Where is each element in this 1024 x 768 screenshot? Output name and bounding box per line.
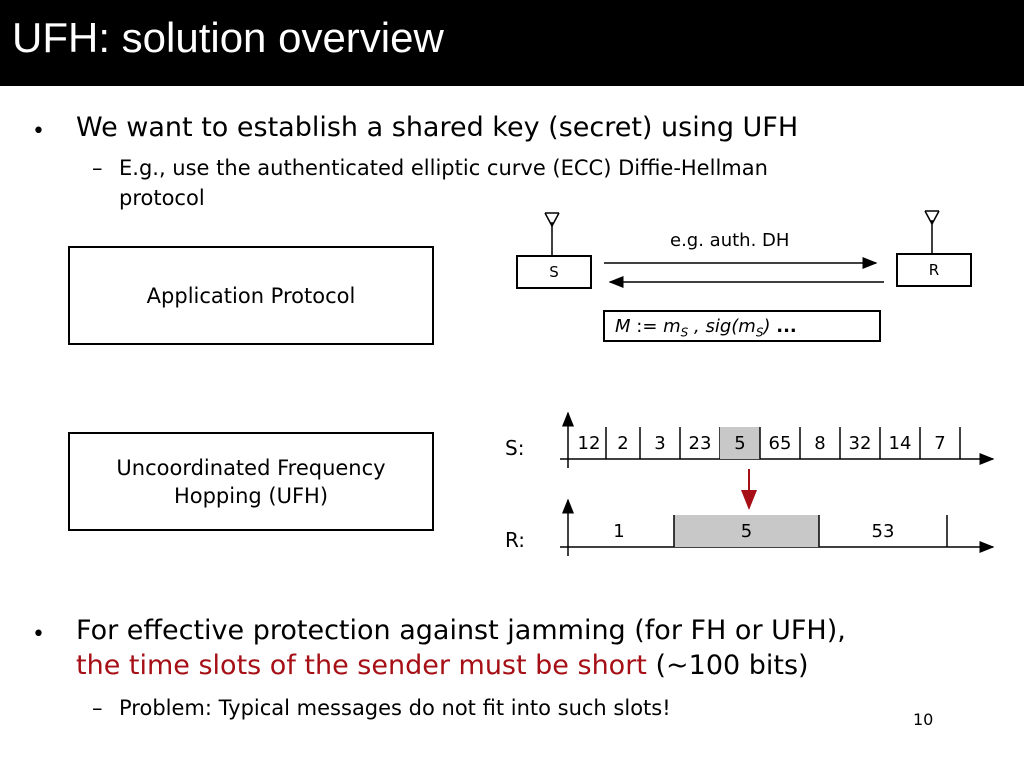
title-bar bbox=[0, 0, 1024, 86]
s-slot-label: 12 bbox=[578, 433, 601, 454]
bullet-2-red-text: the time slots of the sender must be sho… bbox=[76, 650, 647, 681]
application-protocol-label: Application Protocol bbox=[146, 283, 356, 308]
slide-title: UFH: solution overview bbox=[12, 14, 444, 61]
ufh-box-line1: Uncoordinated Frequency bbox=[116, 455, 386, 480]
formula-sub-1: S bbox=[680, 325, 689, 340]
sender-box: S bbox=[516, 255, 592, 289]
r-slot-label: 1 bbox=[613, 521, 624, 542]
receiver-label: R bbox=[928, 261, 940, 279]
page-number: 10 bbox=[913, 710, 934, 729]
ufh-box-line2: Hopping (UFH) bbox=[173, 483, 329, 508]
bullet-marker: • bbox=[32, 622, 45, 647]
bullet-2-line1: For effective protection against jamming… bbox=[76, 615, 846, 646]
s-slot-label: 2 bbox=[617, 433, 628, 454]
formula-sig: sig(m bbox=[705, 316, 756, 337]
sub-bullet-1-line2: protocol bbox=[119, 186, 205, 210]
receiver-antenna-icon bbox=[924, 210, 940, 253]
sub-bullet-dash: – bbox=[92, 696, 103, 720]
bullet-1-text: We want to establish a shared key (secre… bbox=[76, 112, 799, 143]
s-slot-label: 23 bbox=[689, 433, 712, 454]
formula-close: ) bbox=[763, 316, 771, 337]
application-protocol-box: Application Protocol bbox=[68, 246, 434, 345]
r-slot-label: 5 bbox=[741, 521, 752, 542]
formula-M: M bbox=[615, 316, 631, 337]
r-slot-label: 53 bbox=[872, 521, 895, 542]
sender-label: S bbox=[549, 263, 559, 281]
bullet-marker: • bbox=[32, 119, 45, 144]
s-slot-label: 3 bbox=[654, 433, 665, 454]
ufh-box: Uncoordinated Frequency Hopping (UFH) bbox=[68, 432, 434, 531]
formula-assign: := bbox=[630, 316, 664, 337]
s-slot-label: 65 bbox=[769, 433, 792, 454]
r-row-label: R: bbox=[505, 528, 526, 552]
sub-bullet-2-text: Problem: Typical messages do not fit int… bbox=[119, 696, 671, 720]
receiver-box: R bbox=[896, 253, 972, 287]
s-row-label: S: bbox=[505, 436, 525, 460]
formula-sep: , bbox=[688, 316, 706, 337]
sub-bullet-1-line1: E.g., use the authenticated elliptic cur… bbox=[119, 156, 768, 180]
bullet-2-line2: the time slots of the sender must be sho… bbox=[76, 650, 809, 681]
s-slot-label: 32 bbox=[849, 433, 872, 454]
formula-m: m bbox=[663, 316, 681, 337]
s-slot-label: 8 bbox=[814, 433, 825, 454]
formula-ellipsis: ... bbox=[776, 316, 797, 337]
message-formula-box: M := mS , sig(mS) ... bbox=[603, 310, 881, 342]
sender-antenna-icon bbox=[544, 212, 560, 255]
r-slot-highlight bbox=[674, 515, 819, 547]
s-slot-label: 5 bbox=[734, 433, 745, 454]
bullet-2-rest: (~100 bits) bbox=[655, 650, 809, 681]
s-slot-label: 14 bbox=[889, 433, 912, 454]
s-slot-label: 7 bbox=[934, 433, 945, 454]
sub-bullet-dash: – bbox=[92, 156, 103, 180]
s-slot-highlight bbox=[720, 427, 760, 459]
formula-sub-2: S bbox=[755, 325, 764, 340]
exchange-label: e.g. auth. DH bbox=[670, 230, 790, 251]
